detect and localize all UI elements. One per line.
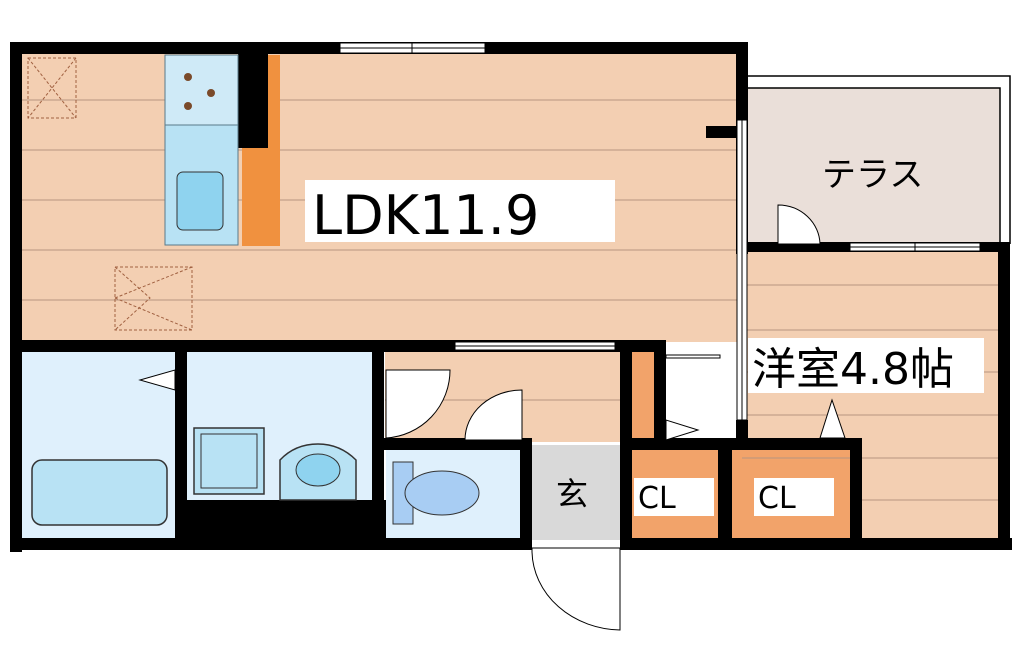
toilet-door-icon: [464, 389, 523, 441]
terrace-outline: [748, 75, 1011, 244]
door-arrow-icon: [138, 369, 176, 391]
sink-icon: [176, 171, 224, 231]
washing-machine-icon: [193, 427, 265, 495]
terrace-label: テラス: [822, 155, 923, 195]
burner-icon: [184, 73, 192, 81]
ldk-label-bg: [305, 180, 615, 242]
terrace-door-icon: [777, 204, 821, 245]
doors: [385, 204, 846, 631]
burner-icon: [184, 102, 192, 110]
closet-1-label: CL: [638, 481, 676, 516]
kitchen-accent: [242, 148, 280, 246]
washroom: [193, 427, 357, 501]
wood-grain: [20, 99, 1000, 501]
entrance-label: 玄: [556, 475, 588, 513]
closet-strip-floor: [632, 352, 654, 440]
toilet-bowl-icon: [404, 470, 480, 516]
western-room-label-bg: [748, 338, 984, 393]
storage-marker: [27, 57, 77, 119]
storage-markers: [27, 57, 193, 331]
closet-1-label-bg: [634, 478, 714, 516]
labels: LDK11.9 テラス 洋室4.8帖 玄 CL CL: [305, 155, 984, 516]
toilet: [392, 461, 480, 525]
stove-area: [164, 54, 239, 126]
entrance-door-icon: [531, 547, 621, 631]
closet-2-label-bg: [754, 478, 834, 516]
ldk-label: LDK11.9: [312, 184, 539, 247]
closet-2-label: CL: [758, 481, 796, 516]
closet-door-arrow-icon: [665, 419, 700, 441]
windows: [339, 42, 981, 421]
storage-door: [665, 354, 721, 359]
entrance-floor: [530, 445, 624, 540]
kitchen-accent-top: [268, 55, 280, 151]
burner-icon: [207, 89, 215, 97]
kitchen: [164, 54, 280, 246]
room-door-arrow-icon: [819, 398, 846, 439]
bathroom: [31, 369, 176, 526]
wash-door-icon: [385, 369, 451, 439]
western-room-label: 洋室4.8帖: [752, 344, 954, 395]
bathtub-icon: [31, 459, 168, 526]
